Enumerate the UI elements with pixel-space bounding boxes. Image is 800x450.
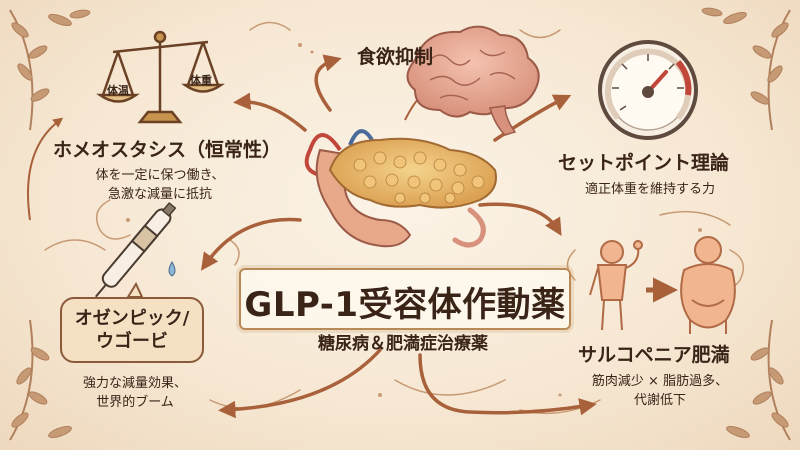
- gauge-icon: [598, 40, 698, 140]
- brain-icon: [406, 25, 540, 136]
- person-thin-icon: [589, 240, 643, 331]
- pen-injector-icon: [95, 201, 177, 298]
- appetite-title: 食欲抑制: [357, 46, 434, 68]
- speech-bubble-tail: [126, 281, 144, 298]
- ozempic-bubble: オゼンピック/ ウゴービ: [60, 297, 204, 363]
- sarcopenic-title: サルコペニア肥満: [578, 344, 730, 366]
- scale-right-label: 体重: [190, 74, 212, 87]
- setpoint-title: セットポイント理論: [558, 152, 730, 174]
- ozempic-title-line2: ウゴービ: [96, 331, 168, 352]
- scale-icon: [96, 30, 225, 124]
- arrow-icon: [27, 117, 64, 221]
- sarcopenic-desc-line2: 代謝低下: [633, 393, 686, 408]
- center-title: GLP-1受容体作動薬: [244, 285, 566, 325]
- ozempic-title-line1: オゼンピック/: [74, 308, 190, 329]
- ozempic-desc-line1: 強力な減量効果、: [82, 376, 187, 391]
- homeostasis-title: ホメオスタシス（恒常性）: [53, 139, 282, 161]
- setpoint-desc: 適正体重を維持する力: [584, 182, 715, 197]
- scale-left-label: 体温: [107, 84, 129, 97]
- sarcopenic-desc-line1: 筋肉減少 × 脂肪過多、: [591, 374, 729, 389]
- leaf-border-icon: [9, 7, 791, 441]
- center-title-box: GLP-1受容体作動薬: [239, 268, 571, 330]
- center-subtitle: 糖尿病＆肥満症治療薬: [318, 334, 488, 354]
- pancreas-icon: [304, 129, 497, 248]
- homeostasis-desc-line1: 体を一定に保つ働き、: [95, 168, 225, 183]
- person-obese-icon: [680, 236, 736, 334]
- homeostasis-desc-line2: 急激な減量に抵抗: [107, 187, 212, 202]
- ozempic-desc-line2: 世界的ブーム: [96, 395, 174, 410]
